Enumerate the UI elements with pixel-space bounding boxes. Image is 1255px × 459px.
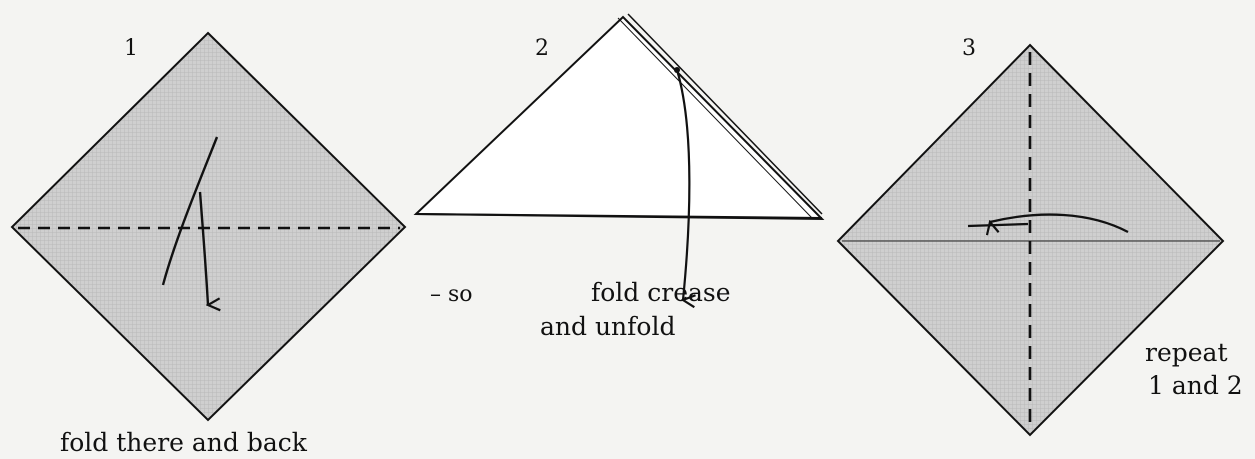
step-3-caption-line1: repeat [1145,338,1228,367]
step-3-caption-line2: 1 and 2 [1148,371,1243,400]
step-1-arrow-icon [161,136,217,305]
step-2-triangle [413,13,825,300]
step-1-caption: fold there and back [60,428,307,457]
step-1-number: 1 [124,36,138,61]
step-1-square [10,31,407,422]
step-3-square [836,43,1225,437]
step-2-caption-main: fold crease [591,278,731,307]
step-2-number: 2 [535,36,549,61]
step-2-arrow-icon [675,69,689,300]
step-3-number: 3 [962,36,976,61]
step-2-caption-sub: and unfold [540,312,676,341]
step-2-caption-left: – so [430,282,473,307]
step-3-arrow-icon [990,213,1129,232]
